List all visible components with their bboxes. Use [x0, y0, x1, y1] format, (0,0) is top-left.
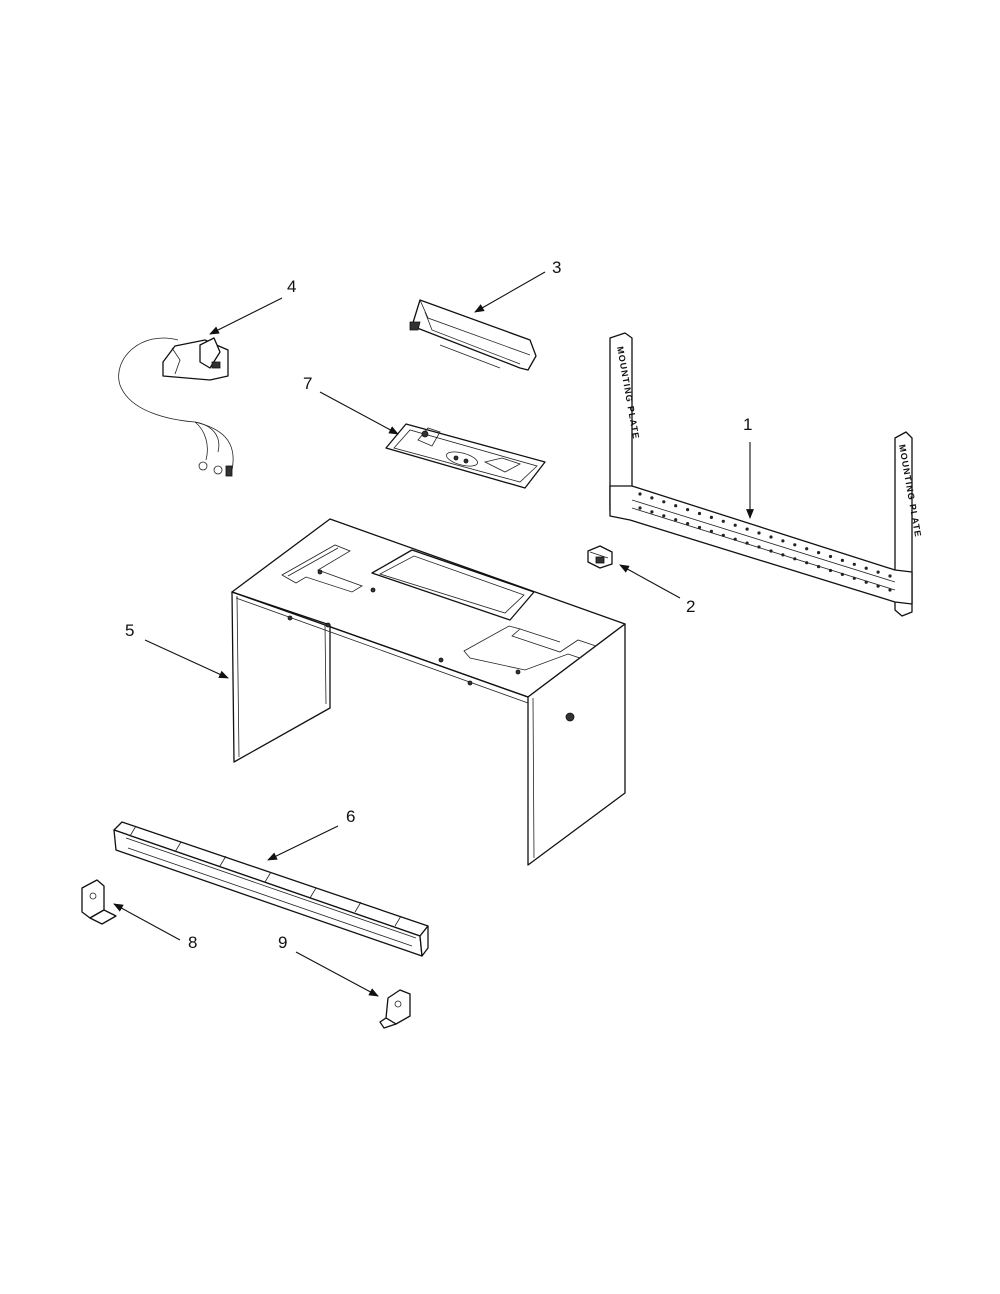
mounting-hole [805, 561, 809, 565]
svg-text:8: 8 [188, 933, 197, 952]
callout-9: 9 [278, 933, 379, 997]
callout-5: 5 [125, 621, 229, 679]
mounting-hole [745, 541, 749, 545]
mounting-hole [781, 539, 785, 543]
mounting-hole [638, 506, 642, 510]
mounting-hole [769, 535, 773, 539]
mounting-hole [638, 492, 642, 496]
mounting-hole [721, 519, 725, 523]
mounting-hole [840, 558, 845, 563]
callout-4: 4 [209, 277, 296, 335]
mounting-hole [697, 525, 702, 530]
part-left-corner-bracket [81, 879, 117, 925]
mounting-hole [888, 574, 892, 578]
part-thermal-cutout-harness [118, 337, 234, 477]
part-cabinet-wrapper [231, 518, 626, 866]
mounting-hole [864, 566, 868, 570]
mounting-hole [650, 496, 654, 500]
mounting-hole [828, 554, 833, 559]
svg-text:5: 5 [125, 621, 134, 640]
part-front-base-trim [113, 821, 429, 957]
mounting-hole [852, 576, 856, 580]
mounting-hole [745, 527, 749, 531]
mounting-hole [721, 533, 725, 537]
svg-text:4: 4 [287, 277, 296, 296]
mounting-hole [709, 515, 714, 520]
mounting-hole [793, 543, 797, 547]
part-control-plate [385, 423, 546, 489]
mounting-hole [840, 572, 845, 577]
mounting-hole [781, 553, 785, 557]
mounting-hole [709, 529, 714, 534]
svg-text:2: 2 [686, 597, 695, 616]
mounting-hole [864, 580, 868, 584]
mounting-hole [793, 557, 797, 561]
part-top-bracket [409, 299, 537, 371]
svg-text:9: 9 [278, 933, 287, 952]
part-mounting-plate: MOUNTING PLATE MOUNTING PLATE [609, 332, 923, 617]
mounting-hole [674, 518, 678, 522]
mounting-hole [662, 514, 666, 518]
mounting-hole [650, 510, 654, 514]
callouts: 1 2 3 4 5 6 7 8 [113, 258, 754, 997]
callout-3: 3 [474, 258, 561, 313]
svg-text:7: 7 [303, 374, 312, 393]
mounting-hole [733, 537, 737, 541]
mounting-hole [817, 565, 821, 569]
part-small-clip [587, 545, 613, 569]
mounting-hole [686, 522, 690, 526]
mounting-hole [888, 588, 892, 592]
callout-1: 1 [743, 415, 754, 519]
mounting-hole [757, 545, 761, 549]
mounting-hole [876, 570, 880, 574]
mounting-hole [769, 549, 773, 553]
svg-text:6: 6 [346, 807, 355, 826]
mounting-hole [852, 562, 856, 566]
callout-7: 7 [303, 374, 399, 435]
callout-2: 2 [619, 564, 695, 616]
mounting-hole [674, 504, 678, 508]
mounting-hole [828, 568, 833, 573]
mounting-hole [733, 523, 737, 527]
mounting-hole [697, 511, 702, 516]
mounting-hole [662, 500, 666, 504]
mounting-hole [805, 547, 809, 551]
mounting-plate-holes [638, 492, 892, 592]
callout-8: 8 [113, 903, 197, 952]
callout-6: 6 [267, 807, 355, 861]
part-right-corner-bracket [379, 989, 411, 1029]
mounting-hole [757, 531, 761, 535]
mounting-hole [876, 584, 880, 588]
mounting-hole [686, 508, 690, 512]
mounting-hole [817, 551, 821, 555]
svg-text:3: 3 [552, 258, 561, 277]
svg-text:1: 1 [743, 415, 752, 434]
